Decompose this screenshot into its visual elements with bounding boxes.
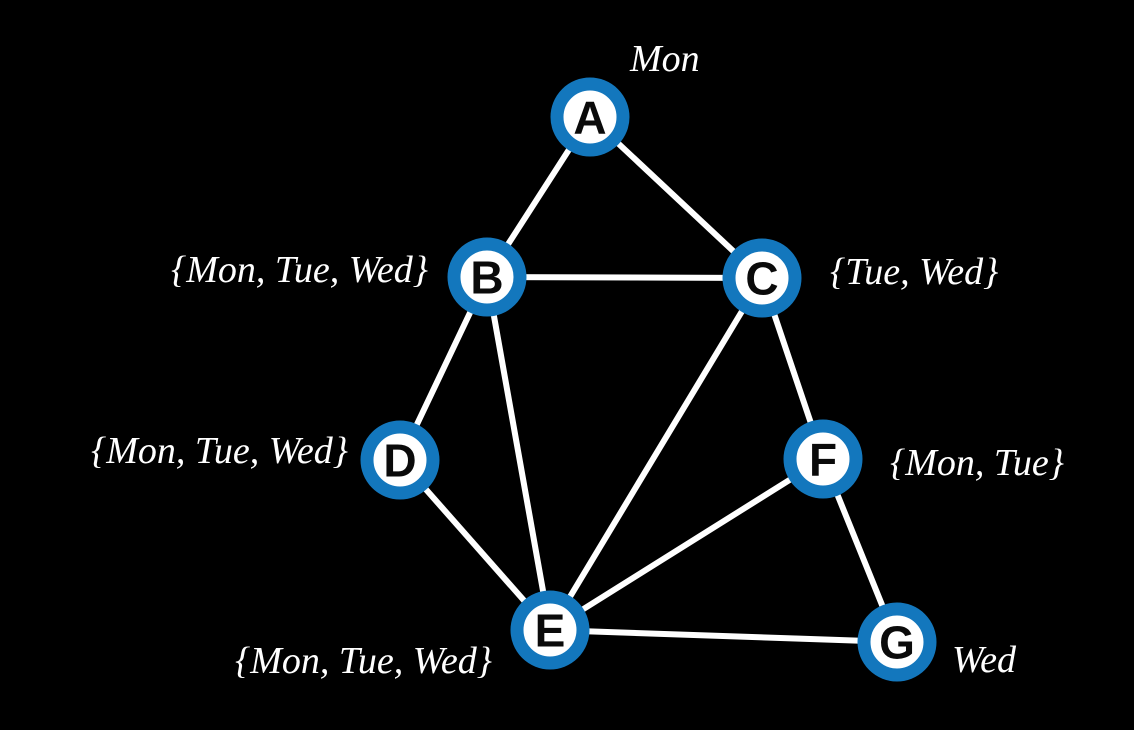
- edge-C-E: [547, 275, 765, 633]
- node-D: D {Mon, Tue, Wed}: [91, 420, 440, 500]
- node-C: C {Tue, Wed}: [722, 238, 998, 318]
- node-letter-C: C: [745, 253, 778, 305]
- node-G: G Wed: [857, 602, 1017, 682]
- node-circle-G: [857, 602, 937, 682]
- node-letter-F: F: [809, 434, 837, 486]
- node-letter-D: D: [383, 435, 416, 487]
- node-letter-B: B: [470, 252, 503, 304]
- annotation-G: Wed: [952, 639, 1017, 681]
- node-letter-E: E: [535, 605, 566, 657]
- annotation-D: {Mon, Tue, Wed}: [91, 430, 348, 472]
- node-F: F {Mon, Tue}: [783, 419, 1064, 499]
- node-circle-F: [783, 419, 863, 499]
- edge-E-F: [547, 456, 826, 633]
- node-circle-C: [722, 238, 802, 318]
- node-circle-E: [510, 590, 590, 670]
- edge-B-C: [484, 274, 765, 281]
- node-E: E {Mon, Tue, Wed}: [235, 590, 590, 682]
- edge-E-G: [547, 627, 900, 645]
- annotation-B: {Mon, Tue, Wed}: [171, 249, 428, 291]
- node-circle-D: [360, 420, 440, 500]
- node-circle-A: [550, 77, 630, 157]
- node-B: B {Mon, Tue, Wed}: [171, 237, 527, 317]
- annotation-A: Mon: [629, 38, 700, 80]
- annotation-F: {Mon, Tue}: [890, 442, 1064, 484]
- node-A: A Mon: [550, 38, 700, 157]
- node-letter-A: A: [573, 92, 606, 144]
- edge-B-E: [484, 274, 553, 633]
- node-letter-G: G: [879, 617, 915, 669]
- node-circle-B: [447, 237, 527, 317]
- annotation-E: {Mon, Tue, Wed}: [235, 640, 492, 682]
- annotation-C: {Tue, Wed}: [830, 251, 998, 293]
